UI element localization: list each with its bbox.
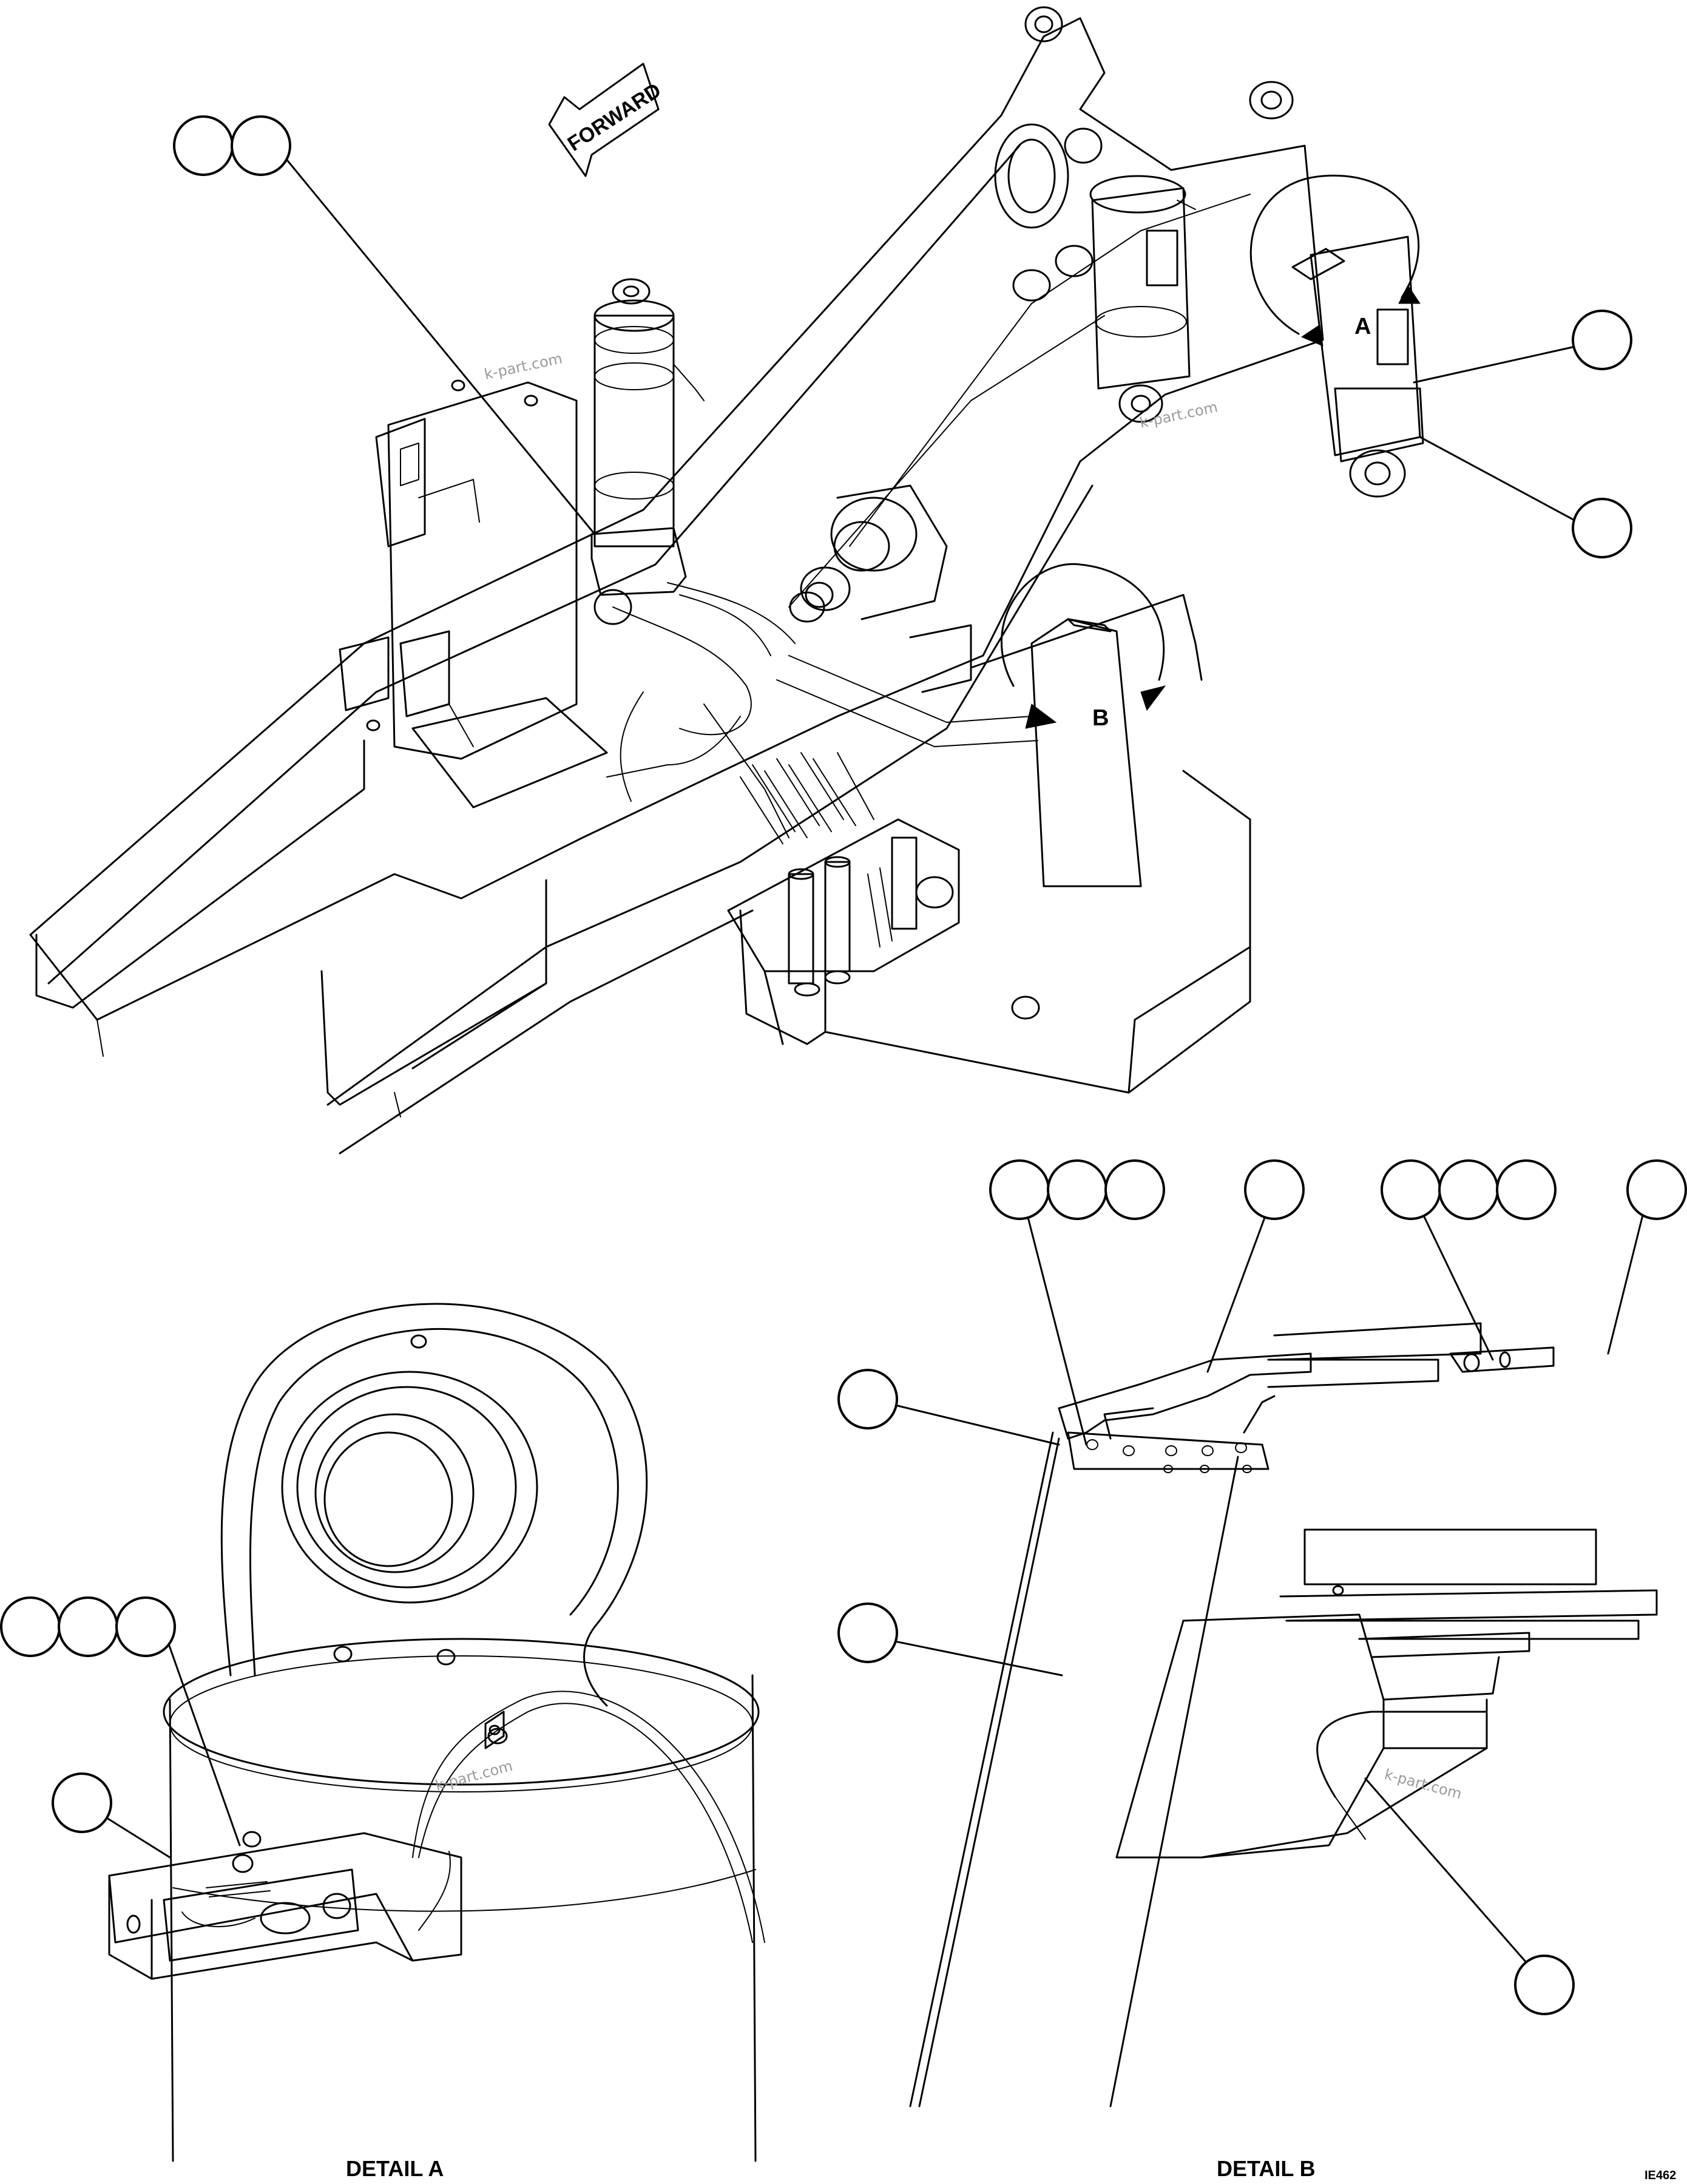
pivot-eyes <box>994 6 1294 302</box>
callout-bubble[interactable] <box>115 1596 176 1657</box>
callout-bubbles <box>0 115 1687 2015</box>
boom-frame <box>29 17 1324 1155</box>
right-lift-cylinder <box>1089 175 1196 423</box>
valve-bank <box>727 752 960 997</box>
detail-a-cylinder <box>1291 236 1424 498</box>
detail-a-view: k-part.com DETAIL A <box>96 1303 765 2181</box>
detail-b-plate: B <box>1001 563 1166 887</box>
forward-label: FORWARD <box>564 79 665 156</box>
detail-b-caption: DETAIL B <box>1217 2156 1316 2181</box>
callout-bubble[interactable] <box>1244 1159 1305 1220</box>
callout-bubble[interactable] <box>0 1596 61 1657</box>
detail-b-marker-label: B <box>1092 705 1109 731</box>
main-assembly-view: FORWARD <box>29 6 1579 1155</box>
left-bracket-box <box>339 379 608 809</box>
callout-bubble[interactable] <box>1572 498 1632 558</box>
callout-bubble[interactable] <box>231 115 291 176</box>
callout-bubble[interactable] <box>52 1772 112 1833</box>
callout-bubble[interactable] <box>837 1369 898 1429</box>
watermark-3: k-part.com <box>433 1757 514 1794</box>
callout-bubble[interactable] <box>1572 310 1632 370</box>
main-leader-lines <box>284 157 1579 535</box>
figure-code: IE462 <box>1645 2169 1676 2182</box>
callout-bubble[interactable] <box>1381 1159 1441 1220</box>
left-lift-cylinder <box>590 278 705 625</box>
callout-bubble[interactable] <box>1047 1159 1107 1220</box>
detail-a-caption: DETAIL A <box>346 2156 444 2181</box>
detail-a-marker: A <box>1249 174 1421 347</box>
callout-bubble[interactable] <box>58 1596 118 1657</box>
central-pivots <box>789 484 972 693</box>
callout-bubble[interactable] <box>1438 1159 1499 1220</box>
callout-bubble[interactable] <box>1104 1159 1165 1220</box>
detail-b-view: k-part.com DETAIL B IE462 <box>882 1207 1676 2182</box>
callout-bubble[interactable] <box>1626 1159 1687 1220</box>
watermark-4: k-part.com <box>1382 1766 1463 1803</box>
callout-bubble[interactable] <box>837 1602 898 1663</box>
hydraulic-hoses <box>606 582 1038 838</box>
callout-bubble[interactable] <box>1514 1955 1575 2015</box>
callout-bubble[interactable] <box>1496 1159 1557 1220</box>
callout-bubble[interactable] <box>173 115 234 176</box>
watermark-1: k-part.com <box>482 350 564 383</box>
lower-housing <box>739 594 1251 1094</box>
callout-bubble[interactable] <box>989 1159 1050 1220</box>
forward-arrow: FORWARD <box>548 63 665 177</box>
detail-a-marker-label: A <box>1354 314 1371 339</box>
